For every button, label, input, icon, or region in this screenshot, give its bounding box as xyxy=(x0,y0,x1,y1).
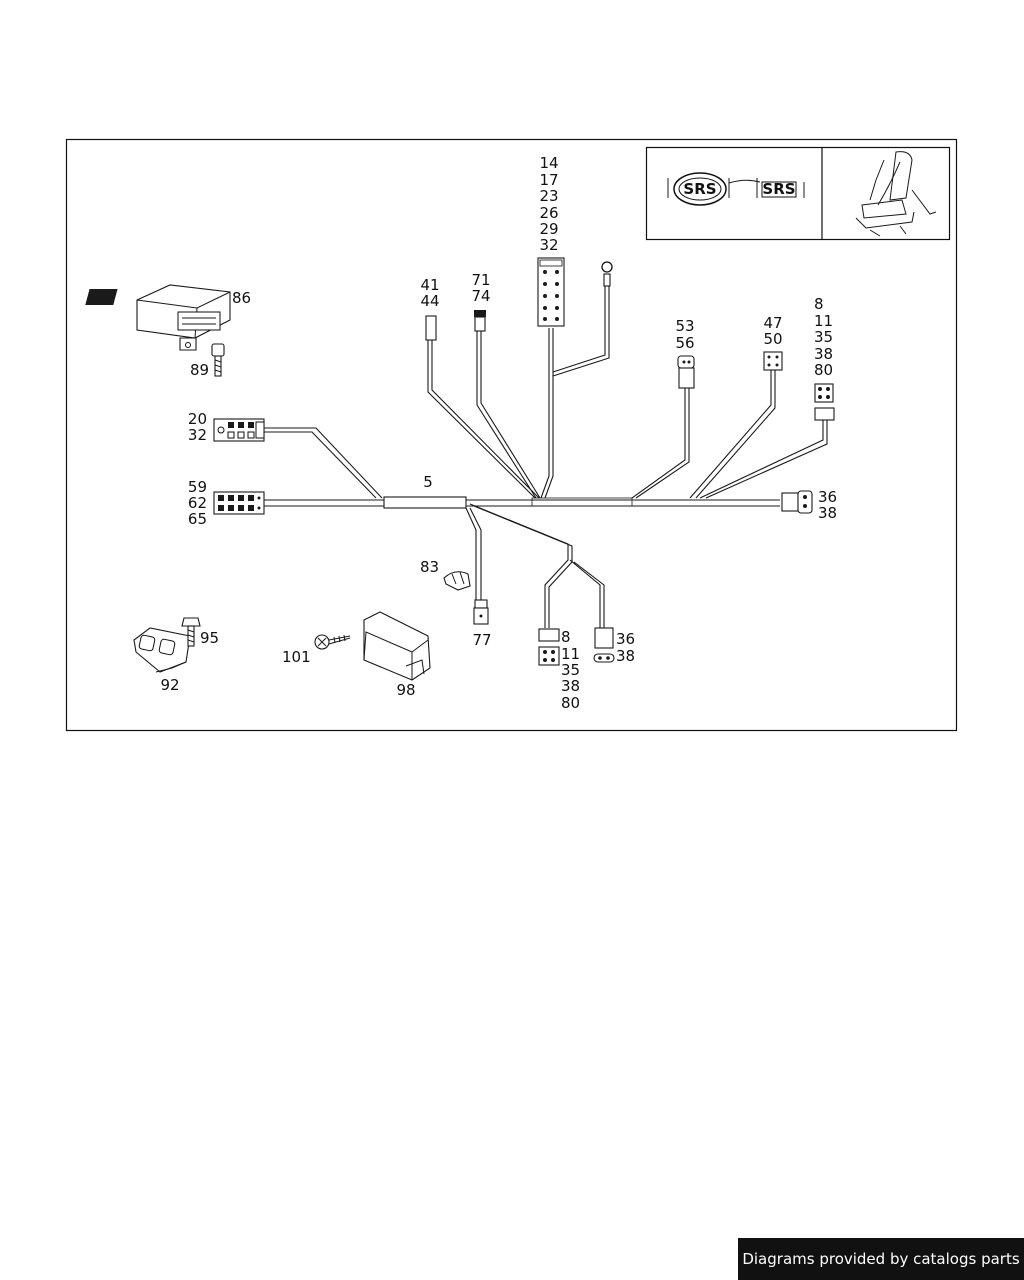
label-35-bottom: 35 xyxy=(561,661,580,679)
label-23: 23 xyxy=(539,187,558,205)
label-36-bottom: 36 xyxy=(616,630,635,648)
connector-36-38-right xyxy=(781,490,813,514)
connector-8-80-right xyxy=(814,383,835,421)
label-38-bottom-b: 38 xyxy=(616,647,635,665)
label-86: 86 xyxy=(232,289,251,307)
module-98 xyxy=(363,611,431,681)
label-47: 47 xyxy=(763,314,782,332)
callout-labels: 5 14 17 23 26 29 32 41 44 71 74 86 89 20… xyxy=(160,154,837,712)
label-44: 44 xyxy=(420,292,439,310)
label-35-right: 35 xyxy=(814,328,833,346)
screw-95 xyxy=(181,617,201,647)
label-77: 77 xyxy=(472,631,491,649)
diagram-frame xyxy=(65,138,958,732)
bolt-89 xyxy=(211,343,225,377)
connector-53-56 xyxy=(677,355,695,389)
car-seat-icon xyxy=(855,151,937,237)
harness-wires xyxy=(262,285,828,628)
label-26: 26 xyxy=(539,204,558,222)
label-8-bottom: 8 xyxy=(561,628,571,646)
label-41: 41 xyxy=(420,276,439,294)
label-17: 17 xyxy=(539,171,558,189)
connector-36-38-bottom xyxy=(593,627,615,663)
terminal-71-74 xyxy=(474,310,486,332)
catalog-credit-text: Diagrams provided by catalogs parts xyxy=(742,1250,1020,1268)
label-59: 59 xyxy=(188,478,207,496)
control-unit-86 xyxy=(85,284,231,351)
label-62: 62 xyxy=(188,494,207,512)
label-80-right: 80 xyxy=(814,361,833,379)
connector-8-80-bottom xyxy=(538,628,560,666)
label-29: 29 xyxy=(539,220,558,238)
label-38-bottom: 38 xyxy=(561,677,580,695)
label-89: 89 xyxy=(190,361,209,379)
label-83: 83 xyxy=(420,558,439,576)
dash-srs-badge: SRS xyxy=(762,180,795,198)
label-32-left: 32 xyxy=(188,426,207,444)
clip-83 xyxy=(443,571,471,591)
dashboard-airbag-icon: SRS xyxy=(728,178,805,198)
label-74: 74 xyxy=(471,287,490,305)
harness-sleeve-5 xyxy=(383,496,467,509)
terminal-41-44 xyxy=(425,315,437,341)
label-38-right-b: 38 xyxy=(818,504,837,522)
label-32-top: 32 xyxy=(539,236,558,254)
label-36-right: 36 xyxy=(818,488,837,506)
label-92: 92 xyxy=(160,676,179,694)
connector-59-65 xyxy=(213,491,265,515)
connector-20-32 xyxy=(213,418,265,442)
connector-77 xyxy=(473,599,489,625)
label-8-right: 8 xyxy=(814,295,824,313)
label-20: 20 xyxy=(188,410,207,428)
label-5: 5 xyxy=(423,473,433,491)
label-65: 65 xyxy=(188,510,207,528)
connector-14-32 xyxy=(537,257,565,327)
label-56: 56 xyxy=(675,334,694,352)
label-38-right: 38 xyxy=(814,345,833,363)
label-98: 98 xyxy=(396,681,415,699)
screw-101 xyxy=(314,634,351,650)
label-53: 53 xyxy=(675,317,694,335)
bracket-92 xyxy=(133,627,191,673)
label-71: 71 xyxy=(471,271,490,289)
label-95: 95 xyxy=(200,629,219,647)
ring-terminal xyxy=(601,261,613,287)
label-11-bottom: 11 xyxy=(561,645,580,663)
connector-47-50 xyxy=(763,351,783,371)
label-101: 101 xyxy=(282,648,311,666)
airbag-srs-badge: SRS xyxy=(683,180,716,198)
label-11-right: 11 xyxy=(814,312,833,330)
steering-wheel-airbag-icon: SRS xyxy=(667,172,730,206)
srs-inset-panel: SRS SRS xyxy=(645,146,951,241)
label-80-bottom: 80 xyxy=(561,694,580,712)
label-50: 50 xyxy=(763,330,782,348)
catalog-credit-badge: Diagrams provided by catalogs parts xyxy=(738,1238,1024,1280)
label-14: 14 xyxy=(539,154,558,172)
